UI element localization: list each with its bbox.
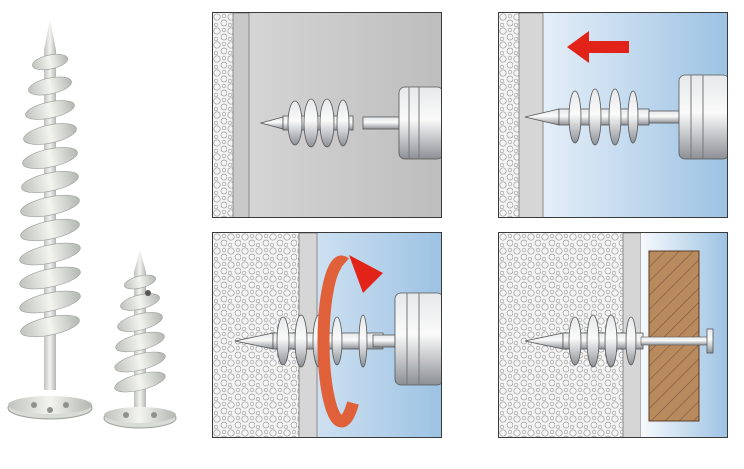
drill-chuck xyxy=(648,74,727,160)
anchor xyxy=(234,314,384,368)
step-3-panel xyxy=(212,232,442,438)
screw xyxy=(640,328,714,354)
long-anchor xyxy=(7,20,93,420)
drill-chuck xyxy=(362,86,441,160)
anchor xyxy=(524,88,650,146)
anchor xyxy=(524,314,644,368)
step-1-panel xyxy=(212,12,442,218)
rotate-arrow-icon xyxy=(317,255,383,428)
anchor xyxy=(259,98,354,148)
arrow-left-icon xyxy=(567,31,629,63)
wall xyxy=(232,13,250,217)
wood-board xyxy=(648,250,700,422)
drill-chuck xyxy=(372,292,441,386)
foam-board xyxy=(213,13,233,217)
step-4-panel xyxy=(498,232,728,438)
product-photo xyxy=(0,10,205,450)
step-2-panel xyxy=(498,12,728,218)
short-anchor xyxy=(103,250,177,429)
